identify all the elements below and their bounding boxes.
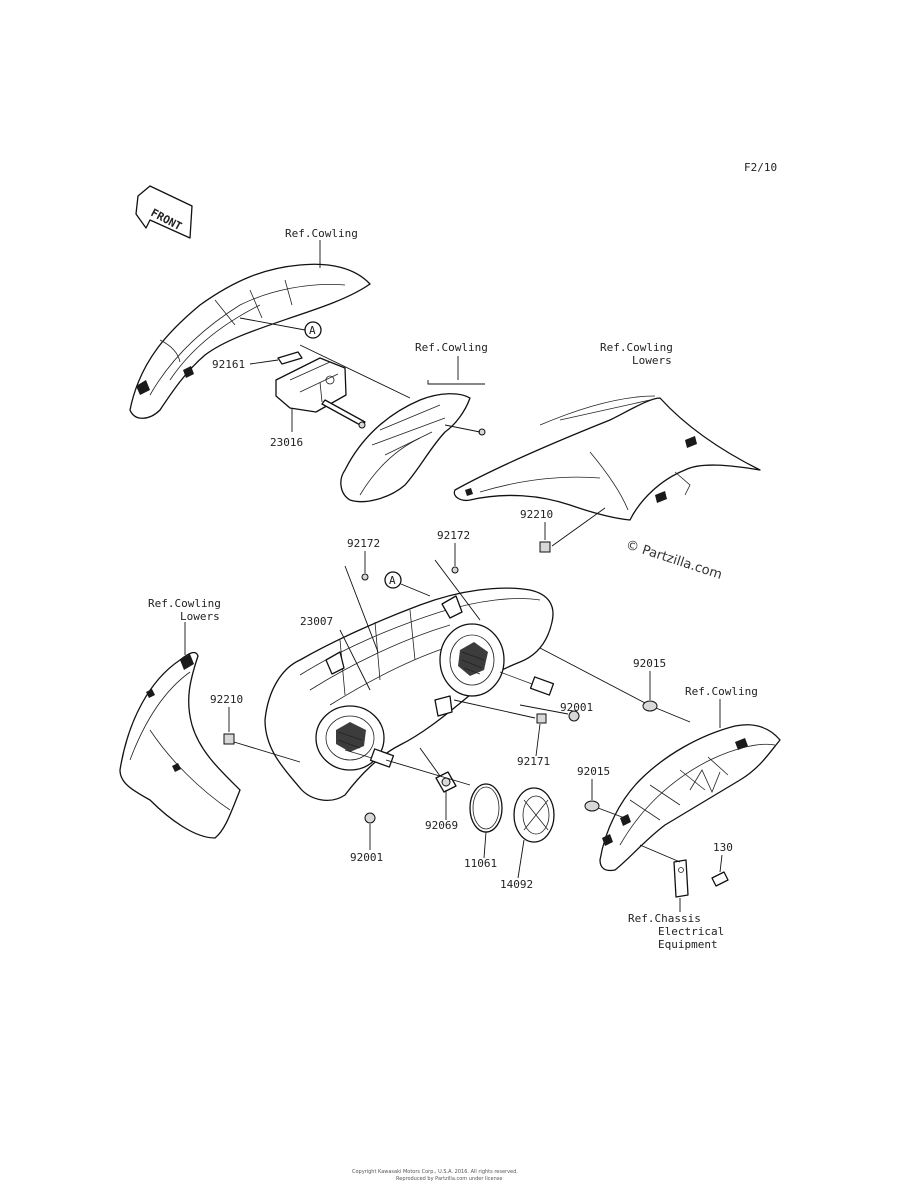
part-92015-bottom-label: 92015 (577, 765, 610, 778)
front-direction-arrow-icon: FRONT (135, 185, 193, 239)
left-lower-cowling (119, 651, 241, 839)
part-92171-clip (536, 713, 547, 724)
part-92171-label: 92171 (517, 755, 550, 768)
part-92001-right-bolt (568, 710, 580, 722)
part-14092-label: 14092 (500, 878, 533, 891)
part-130-bracket (673, 859, 729, 898)
part-23007-label: 23007 (300, 615, 333, 628)
part-92172-left-label: 92172 (347, 537, 380, 550)
part-92210-right-label: 92210 (520, 508, 553, 521)
part-92001-left-bolt (364, 812, 376, 824)
right-lower-cowling (453, 395, 761, 521)
part-92015-top-grommet (642, 700, 658, 712)
ref-cowling-lowers-left-label-1: Ref.Cowling (148, 597, 221, 610)
mid-cowling-inner-panel (340, 393, 486, 503)
ref-cowling-lowers-left-label-2: Lowers (180, 610, 220, 623)
part-130-label: 130 (713, 841, 733, 854)
footer-copyright-line-2: Reproduced by Partzilla.com under licens… (396, 1176, 502, 1182)
part-92069-label: 92069 (425, 819, 458, 832)
svg-text:A: A (389, 574, 396, 587)
part-23016-bracket (275, 357, 366, 429)
part-92161-pad (277, 351, 303, 365)
part-92015-bottom-grommet (584, 800, 600, 812)
part-14092-cap (513, 787, 555, 843)
right-cowling-inner-cover (599, 724, 781, 872)
ref-chassis-label-1: Ref.Chassis (628, 912, 701, 925)
ref-chassis-label-2: Electrical (658, 925, 724, 938)
part-92001-left-label: 92001 (350, 851, 383, 864)
upper-cowling-inner-cover (129, 263, 371, 419)
part-11061-o-ring (469, 783, 503, 833)
part-92001-right-label: 92001 (560, 701, 593, 714)
part-11061-label: 11061 (464, 857, 497, 870)
ref-callout-a-top: A (304, 321, 322, 339)
ref-callout-a-lower: A (384, 571, 402, 589)
part-92172-right-label: 92172 (437, 529, 470, 542)
part-92161-label: 92161 (212, 358, 245, 371)
ref-cowling-lowers-right-label-1: Ref.Cowling (600, 341, 673, 354)
footer-copyright-line-1: Copyright Kawasaki Motors Corp., U.S.A. … (352, 1169, 518, 1175)
ref-chassis-label-3: Equipment (658, 938, 718, 951)
svg-text:A: A (309, 324, 316, 337)
part-92069-bulb (419, 747, 457, 793)
part-23007-headlight-assembly (264, 587, 555, 801)
part-92210-left-clip (223, 733, 235, 745)
part-92210-left-label: 92210 (210, 693, 243, 706)
part-23016-label: 23016 (270, 436, 303, 449)
watermark: © Partzilla.com (624, 538, 724, 583)
page-code: F2/10 (744, 161, 777, 174)
ref-cowling-lowers-right-label-2: Lowers (632, 354, 672, 367)
ref-cowling-mid-label: Ref.Cowling (415, 341, 488, 354)
ref-cowling-right-label: Ref.Cowling (685, 685, 758, 698)
part-92015-top-label: 92015 (633, 657, 666, 670)
part-92210-right-clip (539, 541, 551, 553)
ref-cowling-top-label: Ref.Cowling (285, 227, 358, 240)
